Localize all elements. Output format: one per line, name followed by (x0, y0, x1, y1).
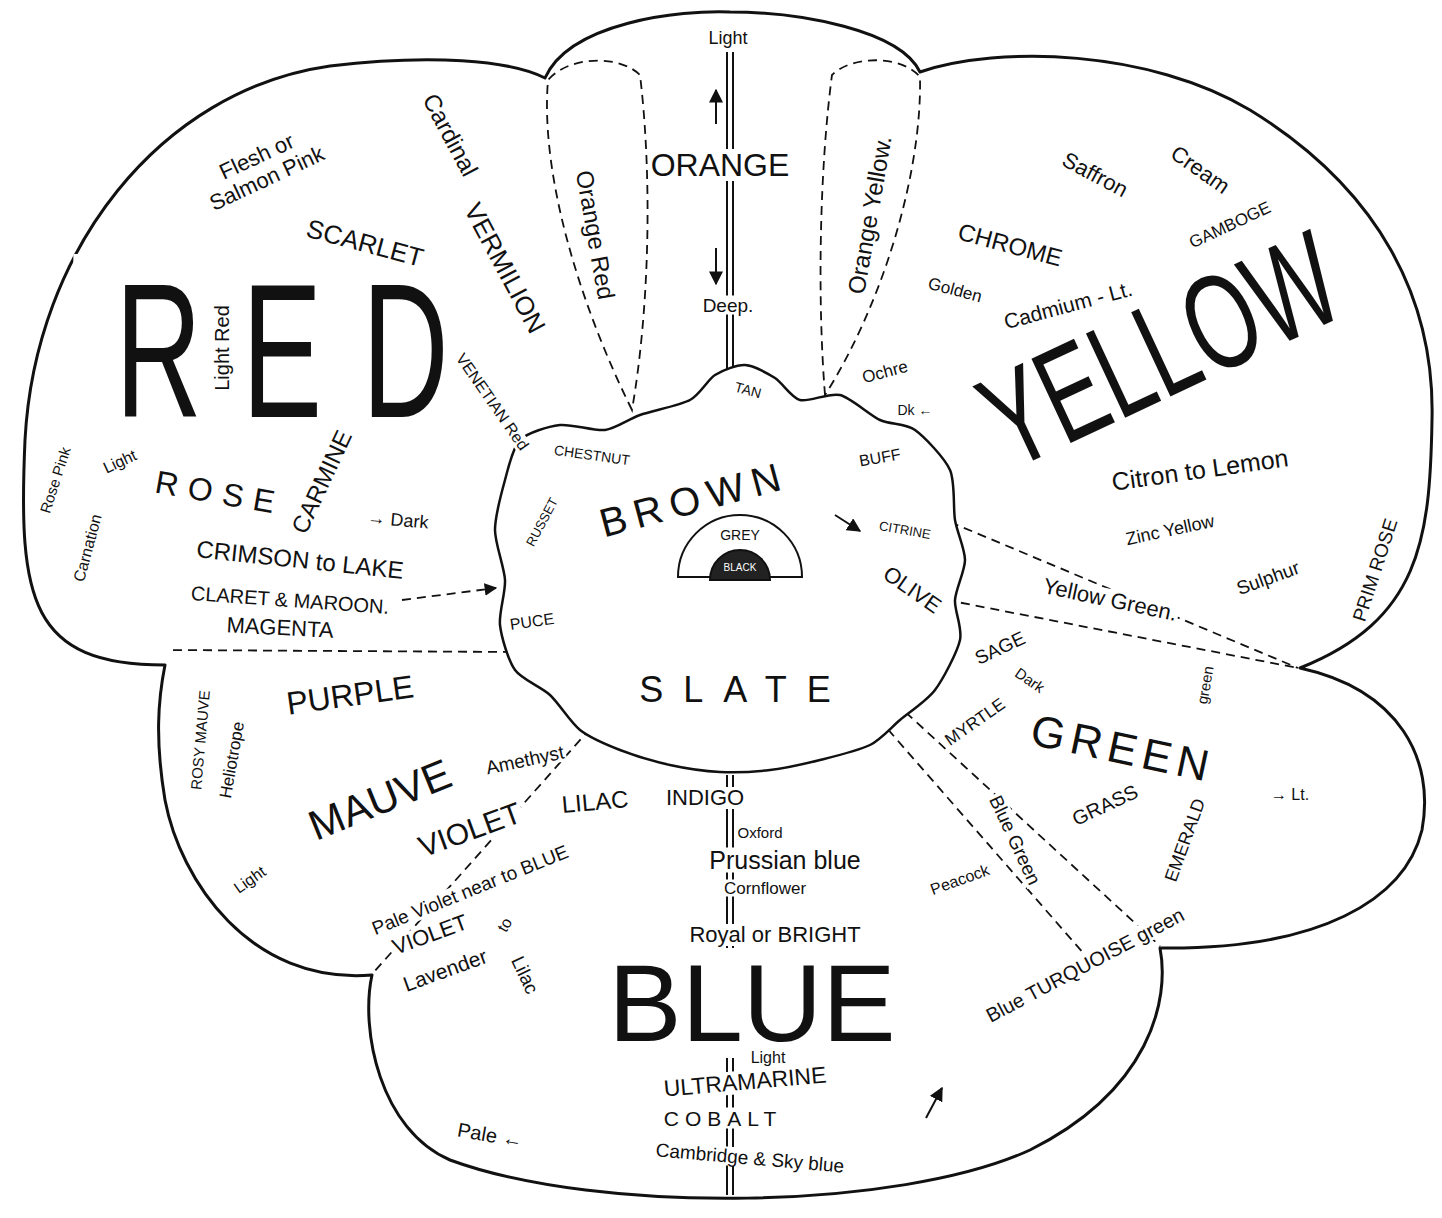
colour-name: VIOLET (413, 797, 527, 863)
colour-name: MAGENTA (224, 614, 336, 642)
colour-name: Yellow Green. (1039, 575, 1181, 626)
colour-name: RED (73, 254, 490, 446)
colour-name: COBALT (656, 1108, 784, 1129)
colour-name: Cornflower (722, 880, 808, 897)
colour-name: Light (706, 29, 749, 47)
dashed-divider (168, 650, 512, 652)
olive-arrow (835, 515, 860, 531)
colour-name: GREEN (1019, 706, 1220, 790)
colour-name: Deep. (701, 296, 756, 315)
colour-name: Sulphur (1232, 557, 1304, 599)
colour-name: SAGE (970, 627, 1030, 668)
colour-name: PRIM ROSE (1349, 514, 1401, 625)
axis-line (726, 52, 728, 372)
dashed-petal: Orange Red (540, 55, 655, 420)
brown-slate-blob: CHESTNUTTANBROWNBUFFRUSSETCITRINEOLIVEPU… (485, 355, 975, 785)
colour-name: SLATE (617, 672, 852, 708)
blob-outline (495, 365, 965, 772)
colour-name: Peacock (927, 861, 994, 898)
colour-name: Pale ← (454, 1119, 526, 1151)
colour-name: → Dark (365, 508, 431, 532)
colour-name: ROSE (141, 464, 289, 521)
colour-name: Flesh or Salmon Pink (182, 114, 342, 223)
colour-name: Light (230, 862, 271, 897)
colour-name: Prussian blue (707, 848, 862, 873)
colour-name: Cambridge & Sky blue (653, 1140, 847, 1176)
colour-name: Orange Yellow. (844, 132, 896, 298)
deep-arrow (715, 248, 717, 284)
colour-name: Oxford (735, 825, 784, 840)
colour-name: INDIGO (664, 787, 746, 809)
colour-name: Orange Red (571, 167, 618, 304)
colour-name: Dark (1011, 664, 1049, 697)
colour-name: CLARET & MAROON. (188, 583, 391, 617)
black-dome (710, 550, 770, 580)
black-dome: BLACK (708, 545, 772, 580)
colour-name: Golden (924, 274, 985, 306)
colour-name: Saffron (1057, 148, 1133, 202)
colour-name: PURPLE (282, 670, 417, 720)
colour-name: CHROME (953, 219, 1066, 271)
colour-name: Dk ← (896, 403, 935, 417)
light-arrow (715, 90, 717, 124)
colour-name: LILAC (559, 787, 632, 817)
colour-name: GRASS (1067, 780, 1143, 829)
colour-name: to (494, 913, 517, 936)
colour-name: Zinc Yellow (1122, 511, 1218, 548)
colour-name: Cream (1165, 141, 1235, 199)
colour-name: BLACK (722, 563, 759, 573)
colour-name: Light (99, 447, 141, 478)
colour-name: EMERALD (1161, 794, 1209, 886)
colour-name: Lilac (507, 951, 542, 998)
dashed-petal-path (821, 60, 921, 395)
colour-name: Light (749, 1050, 788, 1066)
colour-name: ROSY MAUVE (188, 688, 212, 793)
grey-arc (678, 515, 802, 577)
grey-semicircle: GREY BLACK (675, 512, 805, 580)
colour-name: Heliotrope (217, 718, 248, 801)
colour-name: Royal or BRIGHT (687, 924, 862, 946)
dashed-petal-path (547, 61, 648, 410)
colour-name: MYRTLE (940, 694, 1009, 750)
dashed-petal: Orange Yellow. (812, 55, 927, 405)
colour-name: ULTRAMARINE (661, 1063, 830, 1100)
colour-name: Rose Pink (37, 443, 74, 516)
colour-name: GREY (718, 528, 762, 542)
sky-arrow (926, 1088, 942, 1118)
colour-name: Cardinal (417, 88, 482, 182)
colour-name: Amethyst (482, 742, 567, 778)
flower-outline-path (23, 12, 1432, 1199)
colour-name: Carnation (71, 510, 105, 585)
colour-name: Ochre (859, 357, 912, 386)
axis-line (732, 52, 734, 372)
colour-name: ORANGE (649, 149, 792, 181)
colour-name: Citron to Lemon (1108, 445, 1292, 495)
colour-name: → Lt. (1269, 787, 1311, 803)
colour-name: green (1194, 663, 1216, 707)
colour-name: Light Red (212, 303, 232, 393)
colour-name: Blue Green (985, 791, 1045, 890)
dashed-arrow (402, 588, 496, 600)
colour-name: CRIMSON to LAKE (193, 537, 406, 583)
colour-name: BLUE (606, 948, 897, 1058)
